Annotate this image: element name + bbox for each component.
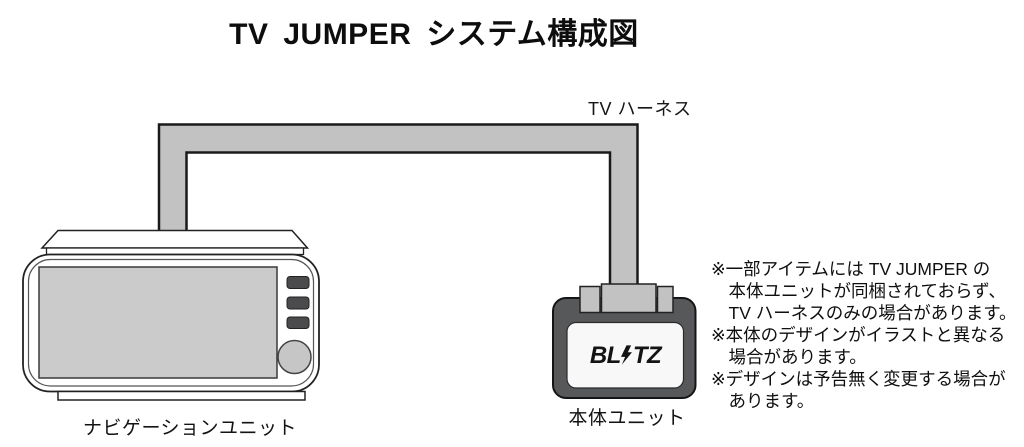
note-line: ※本体のデザインがイラストと異なる (711, 325, 1006, 345)
note-line: 場合があります。 (711, 347, 867, 367)
disclaimer-notes: ※一部アイテムには TV JUMPER の 本体ユニットが同梱されておらず、 T… (711, 258, 1023, 412)
note-line: あります。 (711, 391, 815, 411)
nav-unit-mount (40, 229, 310, 249)
nav-unit-button (286, 276, 310, 289)
main-unit-connector-left (579, 285, 601, 314)
note-line: TV ハーネスのみの場合があります。 (711, 303, 1017, 323)
note-line: ※一部アイテムには TV JUMPER の (711, 259, 991, 279)
note-line: ※デザインは予告無く変更する場合が (711, 369, 1006, 389)
nav-unit-button (286, 316, 310, 329)
page-title: TV JUMPER システム構成図 (229, 18, 639, 51)
nav-unit-base (57, 390, 306, 401)
main-unit-label: 本体ユニット (568, 408, 686, 429)
main-unit-connector-right (656, 285, 674, 314)
brand-text-left: BL (589, 342, 622, 369)
harness-label: TV ハーネス (588, 99, 692, 119)
nav-unit-button (286, 296, 310, 310)
nav-unit-knob (277, 339, 312, 375)
lightning-bolt-icon (621, 345, 633, 365)
nav-unit-bezel-line (27, 258, 315, 387)
navigation-unit-label: ナビゲーションユニット (82, 418, 298, 439)
blitz-logo: BL TZ (567, 343, 684, 369)
main-unit-drawing (552, 283, 697, 399)
brand-text-right: TZ (632, 342, 662, 369)
main-unit-connector-center (600, 283, 657, 314)
note-line: 本体ユニットが同梱されておらず、 (711, 281, 1006, 301)
nav-unit-screen (38, 266, 278, 379)
nav-unit-mount-strip (45, 247, 305, 256)
navigation-unit-drawing (22, 229, 320, 401)
